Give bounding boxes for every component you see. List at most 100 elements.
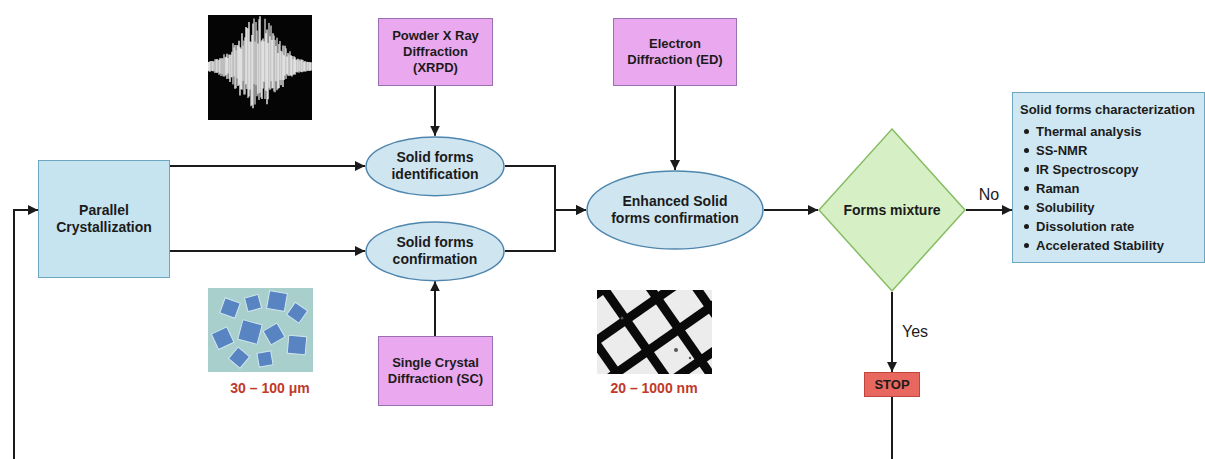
debris xyxy=(621,317,692,360)
spectrum-spike xyxy=(310,62,311,70)
grid-bars xyxy=(597,290,712,374)
spectrum-spike xyxy=(262,39,263,89)
image-ground xyxy=(208,15,312,120)
spectrum-spike xyxy=(304,61,305,72)
spectrum-spike xyxy=(298,59,299,72)
node-text-block: Solid forms characterizationThermal anal… xyxy=(1020,100,1197,255)
list-item: Thermal analysis xyxy=(1020,122,1197,141)
diamond-shape xyxy=(819,129,965,291)
spectrum-spike xyxy=(210,61,211,71)
grid-bar xyxy=(650,290,712,370)
spectrum-trace xyxy=(208,16,311,108)
spectrum-spike xyxy=(307,62,308,70)
spectrum-spike xyxy=(256,31,257,97)
node-label: Single Crystal Diffraction (SC) xyxy=(386,355,485,387)
ellipse-shape xyxy=(366,222,504,281)
flow-arrow xyxy=(674,86,676,170)
spectrum-spike xyxy=(302,60,303,72)
spectrum-spike xyxy=(291,56,292,77)
crystal xyxy=(257,351,273,367)
xrpd-image xyxy=(208,15,312,120)
node-label: Electron Diffraction (ED) xyxy=(621,36,729,68)
spectrum-spike xyxy=(266,30,267,105)
spectrum-spike xyxy=(285,48,286,79)
debris-dot xyxy=(674,348,678,352)
node-label: Solid forms confirmation xyxy=(379,234,491,268)
node-text-block: Forms mixture xyxy=(843,202,940,219)
spectrum-spike xyxy=(295,60,296,72)
spectrum-spike xyxy=(215,60,216,73)
spectrum-spike xyxy=(296,59,297,72)
crystal xyxy=(287,302,308,323)
spectrum-spike xyxy=(280,51,281,85)
spectrum-spike xyxy=(282,45,283,86)
edge-label: Yes xyxy=(902,323,928,341)
photo-ground xyxy=(208,288,313,372)
spectrum-spike xyxy=(224,57,225,76)
list-item: SS-NMR xyxy=(1020,141,1197,160)
step-ellipse: Enhanced Solid forms confirmation xyxy=(586,170,764,250)
spectrum-spike xyxy=(226,54,227,79)
crystal xyxy=(228,347,249,368)
method-box: Powder X Ray Diffraction (XRPD) xyxy=(378,18,493,86)
spectrum-spike xyxy=(274,40,275,92)
list-item: IR Spectroscopy xyxy=(1020,160,1197,179)
crystal xyxy=(263,323,285,345)
crystal xyxy=(238,320,262,344)
spectrum-spike xyxy=(301,60,302,72)
spectrum-spike xyxy=(300,59,301,72)
method-box: Electron Diffraction (ED) xyxy=(613,18,737,86)
spectrum-spike xyxy=(239,47,240,95)
spectrum-spike xyxy=(303,62,304,71)
spectrum-spike xyxy=(264,19,265,99)
spectrum-spike xyxy=(241,33,242,89)
spectrum-spike xyxy=(211,61,212,71)
crystals xyxy=(211,291,307,369)
list-item: Solubility xyxy=(1020,198,1197,217)
method-box: Single Crystal Diffraction (SC) xyxy=(378,336,493,406)
spectrum-spike xyxy=(234,45,235,89)
spectrum-spike xyxy=(287,53,288,76)
step-ellipse: Solid forms identification xyxy=(365,136,505,197)
spectrum-spike xyxy=(208,62,209,71)
spectrum-spike xyxy=(216,59,217,73)
scale-label: 20 – 1000 nm xyxy=(610,380,697,396)
tem-grid-image xyxy=(597,290,712,374)
spectrum-spike xyxy=(248,22,249,96)
spectrum-spike xyxy=(229,55,230,82)
debris-dot xyxy=(621,317,624,320)
spectrum-spike xyxy=(305,62,306,71)
spectrum-spike xyxy=(294,57,295,74)
edge-label: No xyxy=(979,186,999,204)
list-item: Accelerated Stability xyxy=(1020,236,1197,255)
crystal xyxy=(267,291,288,312)
spectrum-spike xyxy=(208,62,209,70)
node-label: Forms mixture xyxy=(843,202,940,219)
spectrum-spike xyxy=(223,54,224,76)
crystal xyxy=(287,335,307,355)
crystal xyxy=(220,298,241,319)
node-text-block: Solid forms confirmation xyxy=(379,234,491,268)
flow-arrow xyxy=(505,166,586,210)
spectrum-spike xyxy=(306,62,307,71)
node-text-block: STOP xyxy=(874,377,909,393)
node-label: Solid forms identification xyxy=(379,149,491,183)
process-box: Parallel Crystallization xyxy=(38,160,170,278)
spectrum-spike xyxy=(289,51,290,75)
node-label: STOP xyxy=(874,377,909,393)
spectrum-spike xyxy=(209,61,210,71)
node-text-block: Enhanced Solid forms confirmation xyxy=(604,193,746,227)
flow-arrow xyxy=(966,209,1012,211)
list-item: Raman xyxy=(1020,179,1197,198)
crystal xyxy=(244,294,261,311)
spectrum-spike xyxy=(220,59,221,76)
flow-arrow xyxy=(891,292,893,372)
list-item: Dissolution rate xyxy=(1020,217,1197,236)
flow-arrow xyxy=(170,165,365,167)
node-text-block: Single Crystal Diffraction (SC) xyxy=(386,355,485,387)
node-text-block: Parallel Crystallization xyxy=(46,202,162,236)
panel-heading: Solid forms characterization xyxy=(1020,100,1197,119)
flow-arrow xyxy=(170,250,365,252)
grid-bar xyxy=(619,290,712,374)
spectrum-spike xyxy=(273,35,274,91)
